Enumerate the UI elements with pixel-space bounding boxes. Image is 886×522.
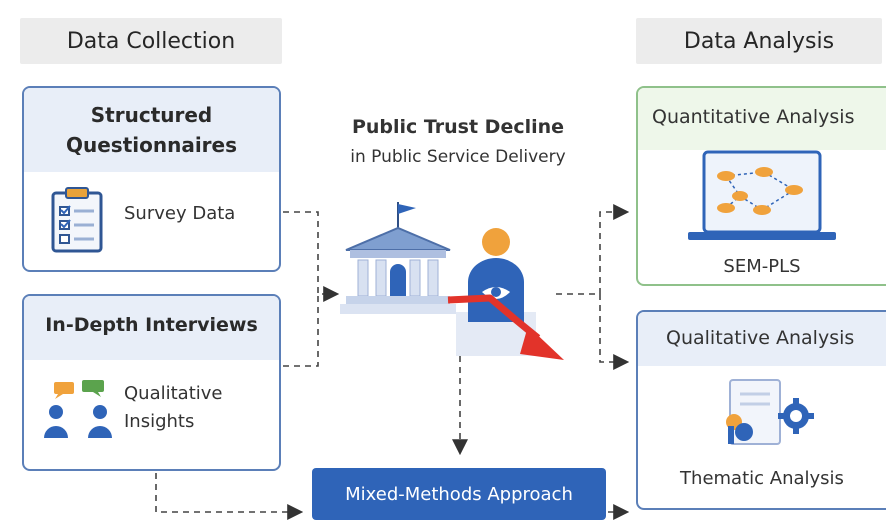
qualitative-title: Qualitative Analysis xyxy=(666,327,855,349)
document-gear-icon xyxy=(726,379,814,445)
qualitative-card: Qualitative Analysis Thematic Analysis xyxy=(636,310,886,510)
questionnaire-title: Structured Questionnaires xyxy=(24,100,279,160)
interviews-card: In-Depth Interviews Qualitative Insights xyxy=(22,294,281,471)
mixed-methods-box: Mixed-Methods Approach xyxy=(312,468,606,520)
government-building-icon xyxy=(340,202,456,314)
questionnaire-title-line1: Structured xyxy=(90,103,213,127)
arrow-survey-to-center xyxy=(283,211,340,302)
data-analysis-header: Data Analysis xyxy=(636,18,882,64)
center-title-line2: in Public Service Delivery xyxy=(350,147,566,167)
downward-trend-arrow-icon xyxy=(447,294,564,360)
people-speech-icon xyxy=(44,380,112,438)
center-title-line1: Public Trust Decline xyxy=(351,116,565,138)
questionnaire-card: Structured Questionnaires Survey Data xyxy=(22,86,281,272)
interviews-title: In-Depth Interviews xyxy=(45,314,258,336)
data-collection-header: Data Collection xyxy=(20,18,282,64)
arrow-center-to-qualitative xyxy=(599,294,630,370)
thematic-analysis-label: Thematic Analysis xyxy=(680,468,844,489)
quantitative-card: Quantitative Analysis SEM-PLS xyxy=(636,86,886,286)
arrow-interviews-to-center xyxy=(283,294,319,367)
quantitative-title: Quantitative Analysis xyxy=(652,106,855,128)
sem-pls-label: SEM-PLS xyxy=(723,256,801,277)
arrow-center-to-analysis xyxy=(556,204,630,295)
clipboard-checklist-icon xyxy=(51,187,103,253)
qualitative-insights-line1: Qualitative xyxy=(124,383,223,404)
qualitative-insights-line2: Insights xyxy=(124,411,195,432)
questionnaire-title-line2: Questionnaires xyxy=(65,133,238,157)
qualitative-insights-label: Qualitative Insights xyxy=(124,380,222,436)
laptop-network-icon xyxy=(688,150,836,240)
arrow-interviews-to-mixed xyxy=(155,473,304,520)
survey-data-label: Survey Data xyxy=(124,203,236,224)
